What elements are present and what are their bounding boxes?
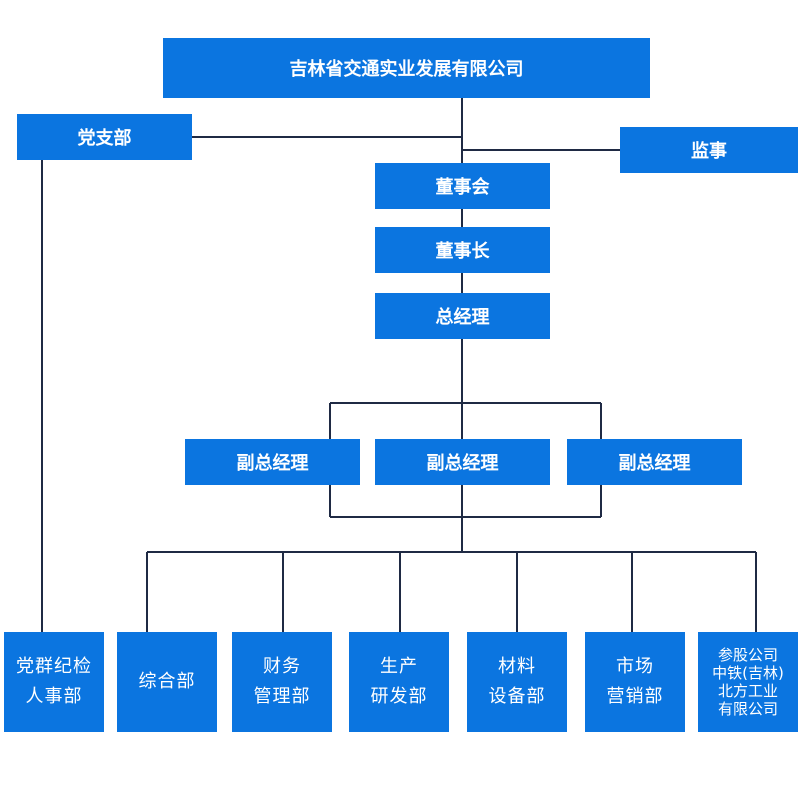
deputy-manager-node: 副总经理	[375, 439, 550, 485]
deputy-manager-label: 副总经理	[236, 453, 309, 474]
department-node-affiliate-company: 参股公司 中铁(吉林) 北方工业 有限公司	[698, 632, 798, 732]
department-node-materials-equipment: 材料 设备部	[467, 632, 567, 732]
chairman-node: 董事长	[375, 227, 550, 273]
board-node: 董事会	[375, 163, 550, 209]
department-label: 市场 营销部	[606, 656, 664, 707]
company-node: 吉林省交通实业发展有限公司	[163, 38, 650, 98]
company-label: 吉林省交通实业发展有限公司	[289, 59, 524, 80]
deputy-manager-node: 副总经理	[185, 439, 360, 485]
supervisor-node: 监事	[620, 127, 798, 173]
deputy-manager-label: 副总经理	[426, 453, 499, 474]
department-node-party-hr: 党群纪检 人事部	[4, 632, 104, 732]
general-manager-label: 总经理	[435, 307, 490, 328]
department-label: 综合部	[138, 671, 196, 692]
deputy-manager-label: 副总经理	[618, 453, 691, 474]
chairman-label: 董事长	[435, 241, 490, 262]
department-label: 党群纪检 人事部	[16, 656, 92, 707]
department-node-finance: 财务 管理部	[232, 632, 332, 732]
department-label: 参股公司 中铁(吉林) 北方工业 有限公司	[712, 646, 784, 718]
supervisor-label: 监事	[691, 141, 727, 162]
department-node-general-affairs: 综合部	[117, 632, 217, 732]
department-label: 生产 研发部	[370, 656, 428, 707]
department-node-marketing: 市场 营销部	[585, 632, 685, 732]
board-label: 董事会	[435, 177, 490, 198]
department-node-production-rd: 生产 研发部	[349, 632, 449, 732]
party-branch-label: 党支部	[77, 128, 132, 149]
department-label: 材料 设备部	[488, 656, 546, 707]
department-label: 财务 管理部	[253, 656, 311, 707]
deputy-manager-node: 副总经理	[567, 439, 742, 485]
party-branch-node: 党支部	[17, 114, 192, 160]
general-manager-node: 总经理	[375, 293, 550, 339]
